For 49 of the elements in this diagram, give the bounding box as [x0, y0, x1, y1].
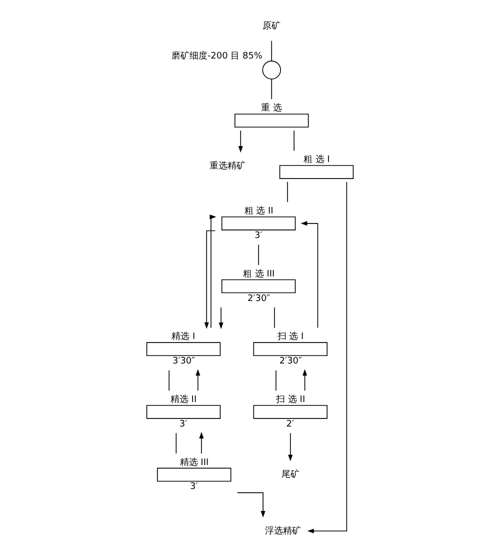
arrow: [238, 130, 243, 153]
arrow: [196, 369, 200, 392]
node-box: [253, 404, 328, 419]
node-text: 尾矿: [281, 470, 300, 480]
node-text: 浮选精矿: [265, 526, 302, 536]
node-label: 磨矿细度-200 目 85%: [171, 51, 262, 62]
arrow: [288, 432, 293, 462]
node-box: [156, 468, 232, 482]
node-label: 粗 选 II: [244, 206, 274, 216]
node-label: 3′: [179, 419, 188, 430]
node-box: [221, 279, 296, 294]
node-box: [146, 404, 221, 419]
node-text: 重选精矿: [210, 162, 246, 172]
node-label: 精选 III: [180, 458, 209, 468]
node-label: 2′: [286, 419, 294, 430]
node-box: [279, 165, 354, 179]
node-label: 粗 选 I: [303, 155, 330, 166]
node-label: 3′: [190, 482, 198, 492]
connector: [287, 182, 288, 202]
node-label: 扫 选 II: [276, 394, 306, 405]
node-label: 重 选: [261, 104, 282, 114]
node-label: 2′30″: [279, 356, 302, 367]
node-label: 扫 选 I: [277, 332, 304, 342]
arrow: [218, 307, 224, 330]
connector: [168, 370, 170, 392]
arrow: [300, 221, 318, 328]
connector: [271, 78, 272, 100]
node-label: 精选 I: [172, 332, 196, 342]
node-label: 3′30″: [172, 356, 196, 367]
node-label: 粗 选 III: [243, 269, 275, 280]
arrow: [302, 369, 308, 392]
node-text: 原矿: [262, 21, 281, 32]
connector: [176, 432, 177, 454]
node-label: 3′: [254, 230, 262, 241]
node-box: [234, 114, 309, 128]
node-box: [146, 342, 221, 356]
arrow: [307, 182, 348, 534]
node-box: [253, 342, 328, 356]
node-box: [221, 216, 296, 230]
connector: [258, 244, 259, 266]
arrow: [236, 492, 266, 518]
connector: [274, 307, 275, 328]
node-circle: [262, 60, 281, 80]
arrow: [204, 230, 216, 329]
node-label: 2′30″: [248, 294, 270, 304]
connector: [271, 40, 272, 62]
arrow: [199, 432, 204, 454]
node-label: 精选 II: [170, 394, 197, 405]
arrow: [210, 214, 216, 328]
